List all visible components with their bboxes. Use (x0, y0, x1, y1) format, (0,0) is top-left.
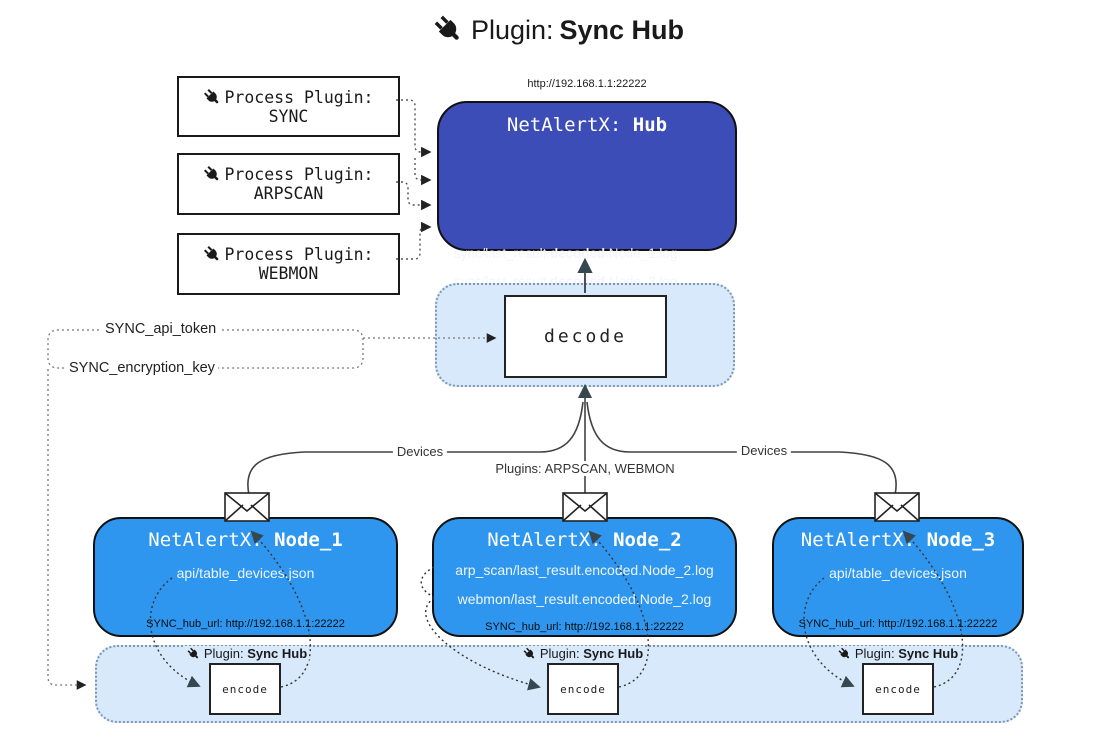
node-line: api/table_devices.json (829, 565, 967, 581)
edge-sync-to-hub-1 (396, 99, 432, 158)
hub-title-bold: Hub (632, 114, 668, 136)
process-plugin-label: Process Plugin: (224, 165, 374, 184)
node-hub-url: SYNC_hub_url: http://192.168.1.1:22222 (485, 621, 684, 633)
plug-icon (187, 647, 201, 661)
node-hub-url: SYNC_hub_url: http://192.168.1.1:22222 (146, 618, 345, 630)
process-plugin-webmon: Process Plugin: WEBMON (177, 233, 400, 295)
process-plugin-name: ARPSCAN (253, 184, 324, 203)
edge-keys-to-encode-panel (47, 369, 87, 690)
encode-box: encode (862, 663, 934, 715)
decode-box: decode (504, 295, 667, 378)
node-1-box: NetAlertX: Node_1 api/table_devices.json… (93, 517, 398, 637)
edge-label-plugins: Plugins: ARPSCAN, WEBMON (491, 461, 679, 476)
plug-icon (838, 647, 852, 661)
encode-box: encode (209, 663, 281, 715)
encode-plugin-label: Plugin: Sync Hub (520, 646, 646, 661)
node-title: NetAlertX: Node_1 (148, 529, 343, 551)
edge-label-devices-left: Devices (392, 444, 448, 459)
sync-encryption-key-label: SYNC_encryption_key (66, 360, 218, 376)
node-line: api/table_devices.json (176, 565, 315, 581)
title-bold: Sync Hub (559, 14, 685, 45)
edge-arpscan-to-hub (396, 181, 432, 211)
hub-title: NetAlertX: Hub (439, 114, 735, 136)
node-3-box: NetAlertX: Node_3 api/table_devices.json… (772, 517, 1024, 637)
edge-webmon-to-hub (396, 221, 432, 260)
process-plugin-arpscan: Process Plugin: ARPSCAN (177, 153, 400, 215)
encode-plugin-label: Plugin: Sync Hub (184, 646, 310, 661)
hub-log-line: sync/last_result.decoded.Node_1.log (454, 246, 678, 261)
node-line: webmon/last_result.encoded.Node_2.log (457, 591, 712, 607)
node-2-box: NetAlertX: Node_2 arp_scan/last_result.e… (432, 517, 737, 637)
node-line: arp_scan/last_result.encoded.Node_2.log (455, 562, 714, 578)
plug-icon (203, 165, 222, 184)
plug-icon (433, 14, 465, 46)
plug-icon (523, 647, 537, 661)
encode-plugin-label: Plugin: Sync Hub (835, 646, 961, 661)
hub-box: NetAlertX: Hub sync/last_result.decoded.… (437, 101, 737, 336)
node-title: NetAlertX: Node_2 (487, 529, 682, 551)
node-hub-url: SYNC_hub_url: http://192.168.1.1:22222 (798, 618, 998, 630)
edge-label-devices-right: Devices (736, 443, 792, 458)
page-title: Plugin: Sync Hub (0, 14, 1117, 46)
plug-icon (203, 245, 222, 264)
process-plugin-label: Process Plugin: (224, 245, 374, 264)
hub-title-prefix: NetAlertX: (506, 114, 633, 136)
title-prefix: Plugin: (470, 14, 554, 45)
process-plugin-label: Process Plugin: (224, 87, 374, 107)
process-plugin-name: SYNC (268, 106, 309, 126)
hub-url: http://192.168.1.1:22222 (527, 78, 647, 90)
edge-sync-to-hub-2 (414, 158, 432, 186)
encode-box: encode (547, 663, 619, 715)
node-title: NetAlertX: Node_3 (800, 529, 996, 551)
sync-api-token-label: SYNC_api_token (102, 321, 220, 337)
process-plugin-sync: Process Plugin: SYNC (177, 76, 400, 137)
plug-icon (203, 88, 222, 107)
process-plugin-name: WEBMON (258, 264, 319, 283)
